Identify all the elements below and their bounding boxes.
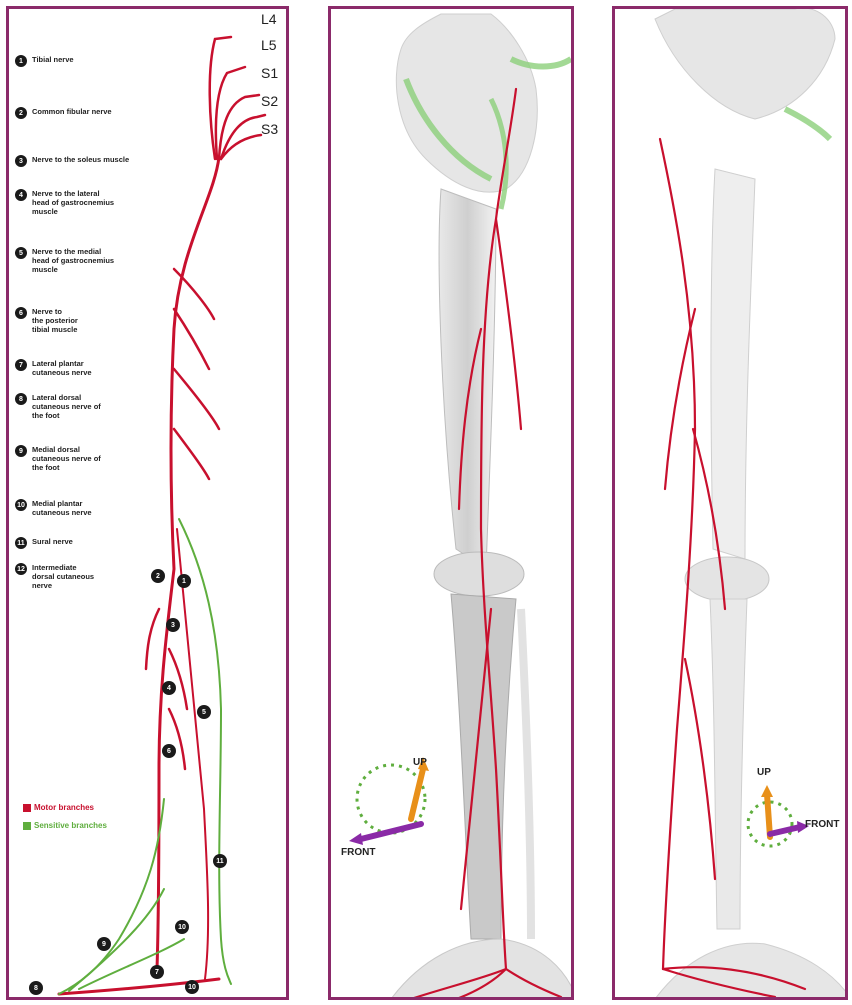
legend-entry-5: 5 Nerve to the medial head of gastrocnem… [15,247,165,274]
figure-marker: 8 [29,981,43,995]
legend-label: Medial dorsal cutaneous nerve of the foo… [32,445,101,472]
legend-number: 1 [15,55,27,67]
legend-entry-10: 10 Medial plantar cutaneous nerve [15,499,165,517]
root-label-l5: L5 [261,37,277,53]
compass-front-label: FRONT [341,847,375,858]
legend-label: Nerve to the soleus muscle [32,155,129,164]
legend-sensitive-label: Sensitive branches [34,821,107,830]
legend-label: Tibial nerve [32,55,74,64]
figure-marker: 7 [150,965,164,979]
legend-number: 4 [15,189,27,201]
figure-marker: 4 [162,681,176,695]
figure-marker: 10 [185,980,199,994]
root-label-s2: S2 [261,93,278,109]
legend-label: Medial plantar cutaneous nerve [32,499,92,517]
figure-marker: 5 [197,705,211,719]
legend-number: 8 [15,393,27,405]
legend-label: Lateral plantar cutaneous nerve [32,359,92,377]
legend-entry-3: 3 Nerve to the soleus muscle [15,155,165,167]
motor-swatch [23,804,31,812]
figure-marker: 2 [151,569,165,583]
legend-number: 7 [15,359,27,371]
figure-marker: 10 [175,920,189,934]
legend-number: 2 [15,107,27,119]
compass-up-label-right: UP [757,767,771,778]
figure-marker: 11 [213,854,227,868]
legend-entry-6: 6 Nerve to the posterior tibial muscle [15,307,165,334]
legend-label: Nerve to the posterior tibial muscle [32,307,78,334]
up-arrow [767,794,770,837]
legend-label: Lateral dorsal cutaneous nerve of the fo… [32,393,101,420]
legend-number: 10 [15,499,27,511]
legend-label: Nerve to the lateral head of gastrocnemi… [32,189,114,216]
legend-motor: Motor branches [23,803,94,812]
figure-marker: 3 [166,618,180,632]
legend-entry-4: 4 Nerve to the lateral head of gastrocne… [15,189,165,216]
front-arrow [770,827,800,834]
orientation-compass-right [615,9,848,1000]
legend-number: 11 [15,537,27,549]
legend-label: Common fibular nerve [32,107,112,116]
figure-marker: 9 [97,937,111,951]
legend-label: Nerve to the medial head of gastrocnemiu… [32,247,114,274]
compass-up-label: UP [413,757,427,768]
root-label-l4: L4 [261,11,277,27]
up-arrow [411,769,423,819]
figure-marker: 6 [162,744,176,758]
legend-number: 9 [15,445,27,457]
legend-entry-9: 9 Medial dorsal cutaneous nerve of the f… [15,445,165,472]
legend-number: 6 [15,307,27,319]
legend-entry-11: 11 Sural nerve [15,537,165,549]
skeleton-view-panel-right: UP FRONT [612,6,848,1000]
front-arrow [361,824,421,839]
skeleton-view-panel-left: UP FRONT [328,6,574,1000]
legend-entry-1: 1 Tibial nerve [15,55,165,67]
legend-number: 3 [15,155,27,167]
sensitive-swatch [23,822,31,830]
legend-label: Sural nerve [32,537,73,546]
legend-entry-12: 12 Intermediate dorsal cutaneous nerve [15,563,165,590]
legend-sensitive: Sensitive branches [23,821,107,830]
legend-entry-7: 7 Lateral plantar cutaneous nerve [15,359,165,377]
legend-entry-8: 8 Lateral dorsal cutaneous nerve of the … [15,393,165,420]
legend-number: 12 [15,563,27,575]
root-label-s1: S1 [261,65,278,81]
nerve-schematic-panel: L4 L5 S1 S2 S3 1 Tibial nerve 2 Common f… [6,6,289,1000]
compass-front-label-right: FRONT [805,819,839,830]
figure-marker: 1 [177,574,191,588]
legend-label: Intermediate dorsal cutaneous nerve [32,563,94,590]
root-label-s3: S3 [261,121,278,137]
legend-entry-2: 2 Common fibular nerve [15,107,165,119]
legend-number: 5 [15,247,27,259]
legend-motor-label: Motor branches [34,803,94,812]
